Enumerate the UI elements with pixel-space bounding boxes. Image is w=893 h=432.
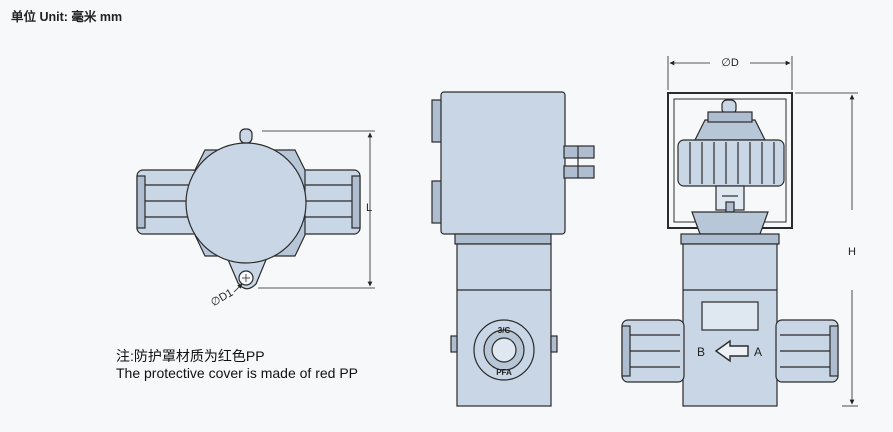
cover-circle bbox=[185, 142, 307, 264]
knurled-ring bbox=[677, 139, 785, 187]
right-fitting bbox=[297, 169, 361, 235]
top-view bbox=[136, 128, 361, 290]
cap bbox=[694, 119, 766, 141]
label-window bbox=[701, 301, 759, 331]
front-view bbox=[621, 92, 839, 407]
latch-bottom bbox=[563, 165, 595, 179]
port-inner bbox=[491, 337, 517, 363]
material-note: 注:防护罩材质为红色PP The protective cover is mad… bbox=[116, 348, 358, 382]
dimension-l bbox=[258, 130, 375, 289]
panel-marking-bottom: PFA bbox=[496, 368, 512, 377]
flow-arrow-icon bbox=[714, 339, 749, 363]
side-view bbox=[431, 91, 595, 407]
flow-label-inlet: A bbox=[754, 345, 762, 359]
panel-marking-top: 3/C bbox=[498, 326, 511, 335]
material-note-en: The protective cover is made of red PP bbox=[116, 365, 358, 381]
cover-box bbox=[440, 91, 566, 235]
dimension-h bbox=[795, 92, 858, 407]
dimension-h-label: H bbox=[848, 246, 856, 258]
top-nub bbox=[239, 128, 253, 144]
dimension-d1-label: ∅D1 bbox=[209, 287, 235, 309]
flow-label-outlet: B bbox=[697, 345, 705, 359]
unit-label: 单位 Unit: 毫米 mm bbox=[11, 10, 123, 24]
latch-top bbox=[563, 145, 595, 159]
dimension-l-label: L bbox=[366, 202, 372, 214]
material-note-zh: 注:防护罩材质为红色PP bbox=[116, 348, 265, 364]
dimension-d-label: ∅D bbox=[721, 57, 739, 69]
